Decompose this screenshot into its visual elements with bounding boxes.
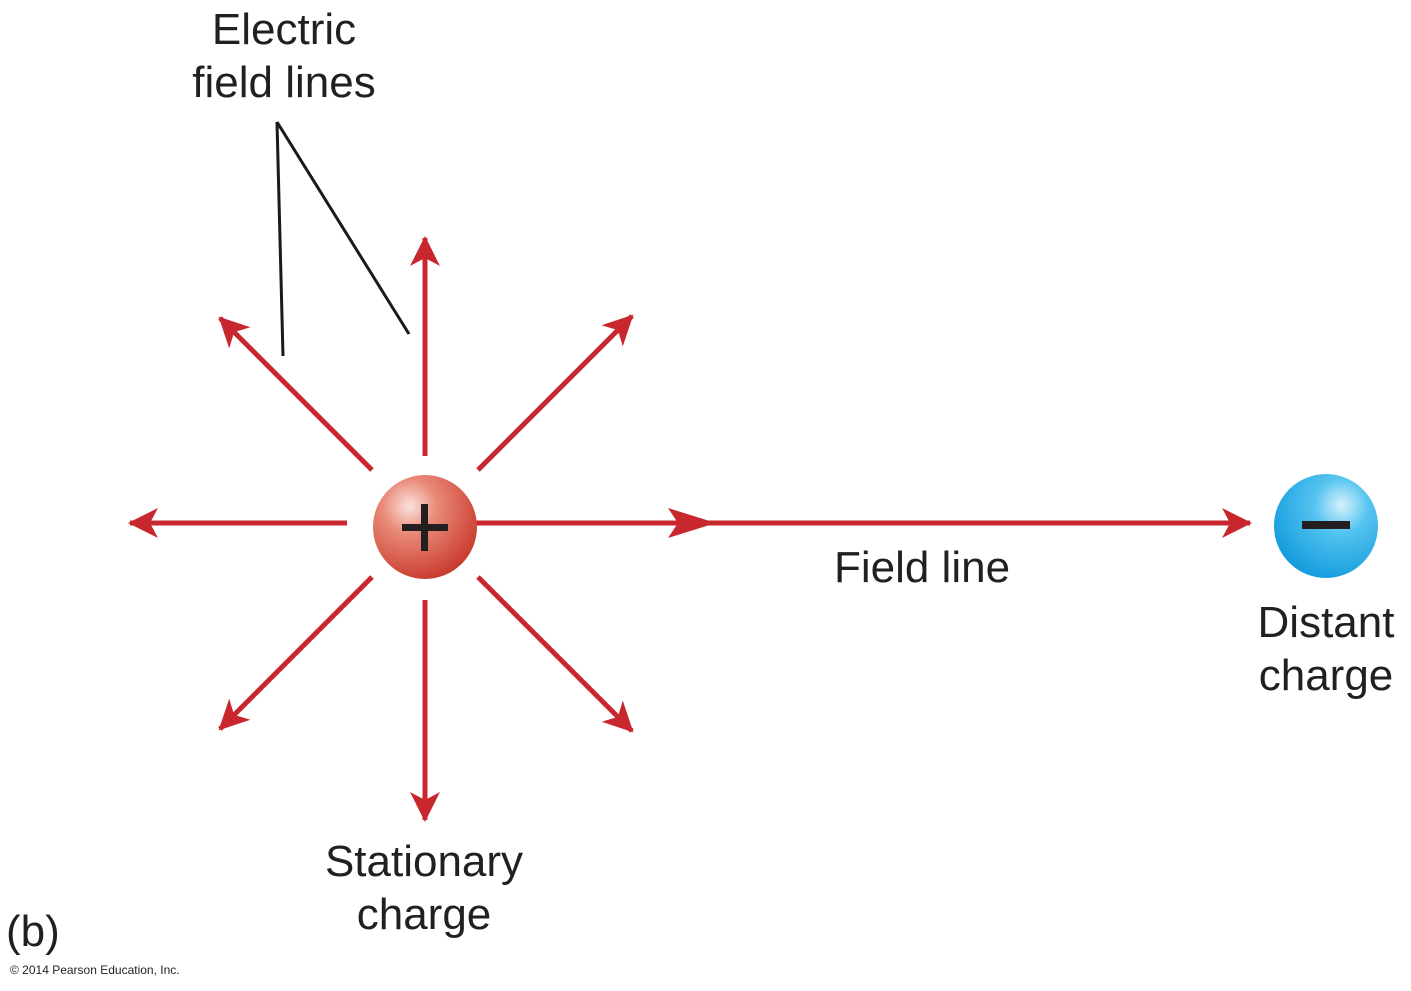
label-line: charge — [1258, 651, 1394, 700]
field-line-up-right — [476, 314, 634, 472]
minus-sign-icon — [1302, 521, 1350, 529]
distant-charge-label: Distant charge — [1246, 596, 1406, 702]
copyright-notice: © 2014 Pearson Education, Inc. — [10, 963, 180, 977]
field-line-up-left — [218, 316, 374, 472]
label-line: Distant — [1257, 598, 1395, 647]
leader-line-2 — [275, 121, 411, 335]
label-line: charge — [356, 890, 492, 939]
label-line: field lines — [192, 58, 376, 107]
label-line: Electric — [211, 5, 357, 54]
positive-charge — [373, 475, 477, 579]
field-line-mid-arrow — [668, 508, 716, 538]
field-line-down-right — [476, 575, 634, 733]
field-line-down-left — [218, 575, 374, 731]
field-line-label: Field line — [833, 543, 1011, 592]
label-line: Stationary — [324, 837, 524, 886]
leader-line-1 — [275, 121, 285, 357]
negative-charge — [1274, 474, 1378, 578]
panel-label: (b) — [6, 907, 60, 956]
stationary-charge-label: Stationary charge — [304, 835, 544, 941]
electric-field-lines-label: Electric field lines — [184, 3, 384, 109]
